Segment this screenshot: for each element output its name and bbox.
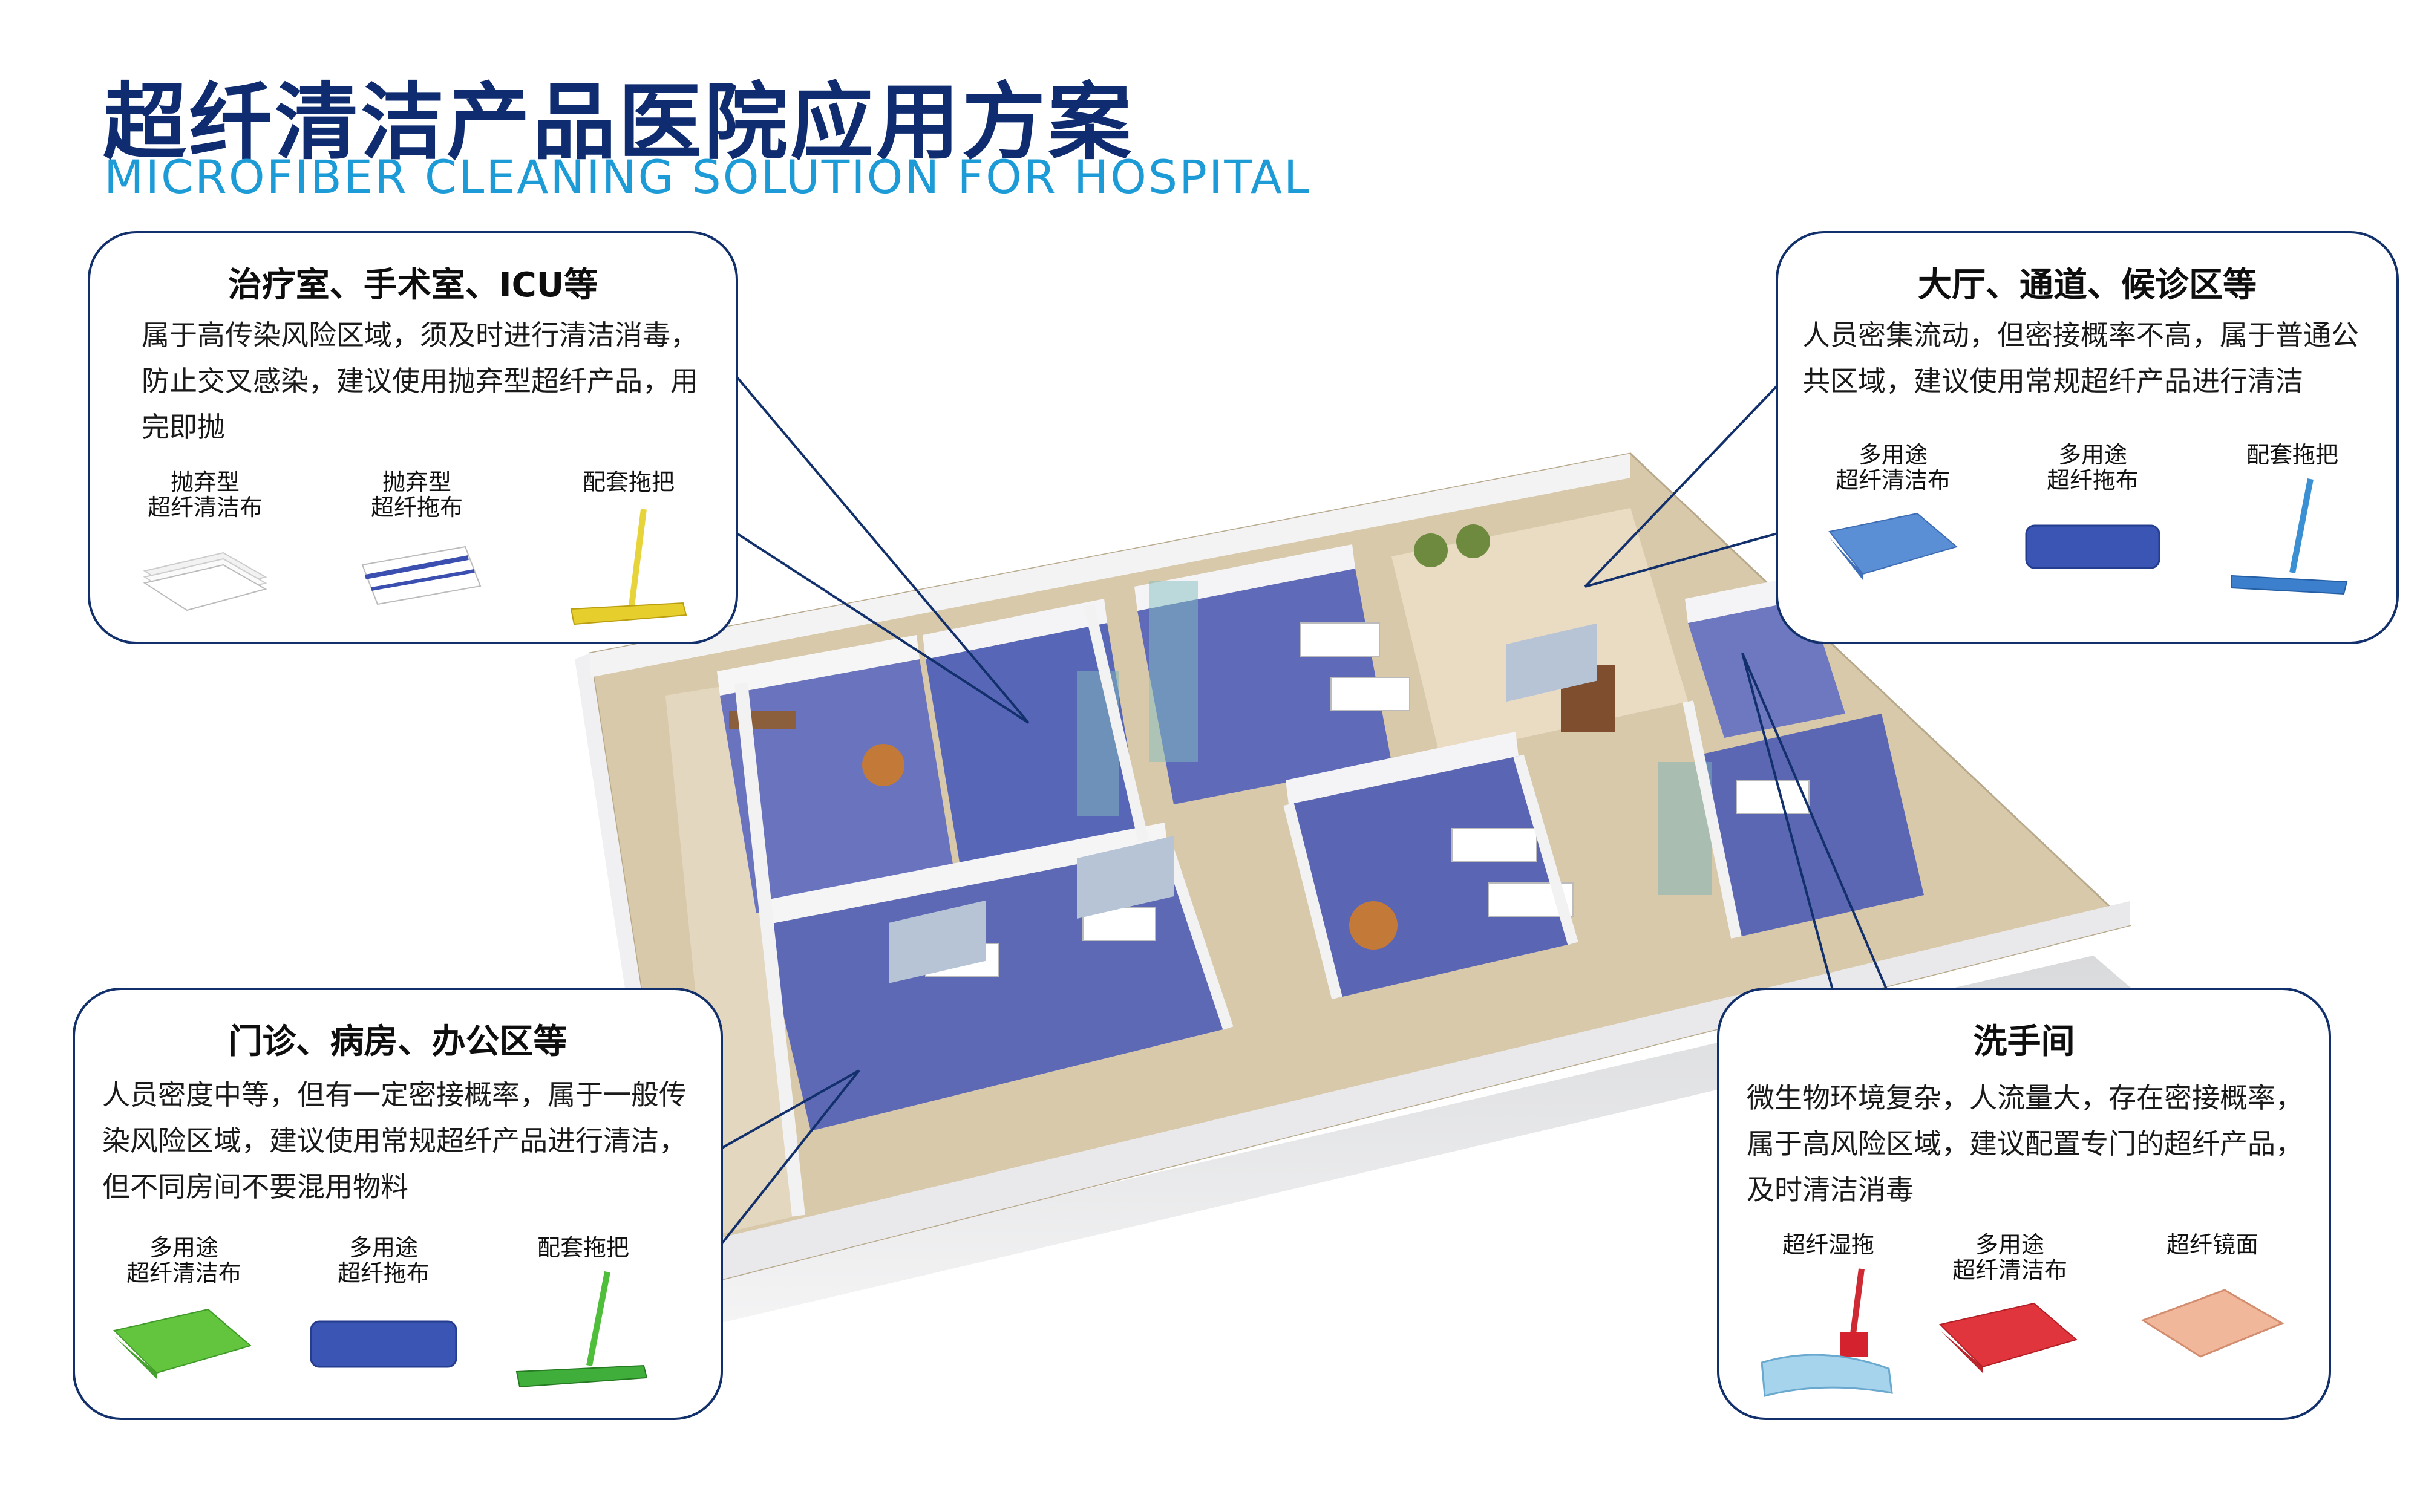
leader-line (719, 1069, 860, 1150)
product-disposable-cloth: 抛弃型 超纤清洁布 (114, 469, 296, 619)
disposable-cloth-stack-icon (143, 552, 267, 611)
interior-wall (1084, 603, 1149, 842)
plant (1414, 533, 1448, 567)
callout-clinic: 门诊、病房、办公区等 人员密度中等，但有一定密接概率，属于一般传染风险区域，建议… (73, 988, 723, 1420)
callout-title: 洗手间 (1973, 1022, 2075, 1061)
product-label: 多用途 超纤拖布 (2046, 442, 2139, 494)
back-outer-wall (590, 454, 1630, 677)
bed (1330, 677, 1410, 711)
bed (1451, 828, 1537, 862)
product-label: 抛弃型 超纤拖布 (370, 469, 463, 521)
bed (1736, 780, 1810, 814)
glass-partition (1150, 581, 1198, 762)
ward-c-wall (1286, 732, 1519, 804)
corridor-floor (666, 683, 799, 1234)
callout-description: 人员密集流动，但密接概率不高，属于普通公共区域，建议使用常规超纤产品进行清洁 (1802, 319, 2359, 397)
ward-b-floor (1694, 714, 1924, 937)
window (889, 900, 986, 983)
operating-room-wall (923, 599, 1107, 659)
product-label: 多用途 超纤拖布 (337, 1234, 430, 1286)
page-title: 超纤清洁产品医院应用方案 (103, 74, 1134, 171)
product-yellow-mop: 配套拖把 (538, 469, 719, 630)
blue-mop-pad-icon (2025, 524, 2160, 569)
callout-description: 人员密度中等，但有一定密接概率，属于一般传染风险区域，建议使用常规超纤产品进行清… (102, 1078, 687, 1203)
yellow-flat-mop-icon (570, 509, 687, 625)
blue-mop-pad-icon (310, 1320, 457, 1368)
round-table (1349, 901, 1398, 950)
treatment-room-wall (717, 635, 920, 696)
interior-wall (734, 682, 805, 1217)
round-table (862, 744, 904, 786)
product-blue-mop-pad: 多用途 超纤拖布 (293, 1235, 474, 1385)
callout-title: 门诊、病房、办公区等 (228, 1022, 567, 1061)
blue-cloth-icon (1828, 512, 1958, 580)
product-green-mop: 配套拖把 (492, 1235, 674, 1396)
bed (1300, 622, 1380, 657)
product-label: 超纤镜面 (2166, 1231, 2258, 1258)
product-blue-cloth: 多用途 超纤清洁布 (1802, 442, 1984, 586)
callout-title: 大厅、通道、候诊区等 (1918, 266, 2257, 305)
leader-line (1584, 380, 1783, 588)
blue-flat-mop-icon (2231, 478, 2348, 595)
product-label: 抛弃型 超纤清洁布 (147, 469, 263, 521)
bed (1082, 907, 1156, 941)
leader-line (719, 1069, 860, 1247)
page-subtitle: MICROFIBER CLEANING SOLUTION FOR HOSPITA… (104, 150, 1312, 204)
interior-wall (1683, 700, 1742, 939)
leader-line (734, 374, 1030, 724)
product-label: 超纤湿拖 (1782, 1231, 1874, 1258)
product-mirror-cloth: 超纤镜面 (2122, 1232, 2303, 1369)
callout-title: 治疗室、手术室、ICU等 (227, 266, 598, 305)
callout-description: 属于高传染风险区域，须及时进行清洁消毒，防止交叉感染，建议使用抛弃型超纤产品，用… (142, 319, 698, 443)
product-red-cloth: 多用途 超纤清洁布 (1919, 1232, 2101, 1382)
callout-lobby: 大厅、通道、候诊区等 人员密集流动，但密接概率不高，属于普通公共区域，建议使用常… (1776, 231, 2399, 644)
leader-line (734, 531, 1030, 724)
product-label: 多用途 超纤清洁布 (126, 1234, 241, 1286)
interior-wall (1283, 803, 1342, 1000)
leader-line (1741, 653, 1889, 992)
green-flat-mop-icon (515, 1271, 648, 1388)
product-label: 多用途 超纤清洁布 (1952, 1231, 2067, 1283)
leader-line (1584, 531, 1782, 588)
callout-description: 微生物环境复杂，人流量大，存在密接概率，属于高风险区域，建议配置专门的超纤产品，… (1747, 1081, 2303, 1206)
product-label: 多用途 超纤清洁布 (1835, 442, 1951, 494)
disposable-mop-pad-icon (361, 546, 482, 605)
product-label: 配套拖把 (582, 469, 675, 495)
product-disposable-mop-pad: 抛弃型 超纤拖布 (326, 469, 508, 619)
product-blue-mop: 配套拖把 (2202, 442, 2383, 603)
window (1077, 836, 1174, 919)
product-wet-mop: 超纤湿拖 (1738, 1232, 1919, 1405)
wet-mop-icon (1761, 1268, 1893, 1397)
product-blue-mop-pad: 多用途 超纤拖布 (2002, 442, 2183, 586)
interior-wall (1513, 754, 1578, 945)
green-cloth-icon (113, 1308, 252, 1379)
callout-washroom: 洗手间 微生物环境复杂，人流量大，存在密接概率，属于高风险区域，建议配置专门的超… (1717, 988, 2331, 1420)
interior-wall (1162, 845, 1234, 1030)
leader-line (1741, 653, 1834, 992)
product-green-cloth: 多用途 超纤清洁布 (93, 1235, 275, 1385)
ward-d-wall (759, 823, 1168, 925)
plant (1456, 524, 1490, 558)
product-label: 配套拖把 (537, 1234, 629, 1261)
mirror-cloth-icon (2140, 1289, 2284, 1358)
window (1506, 623, 1597, 702)
product-label: 配套拖把 (2246, 442, 2338, 468)
red-cloth-icon (1939, 1302, 2078, 1373)
callout-treatment: 治疗室、手术室、ICU等 属于高传染风险区域，须及时进行清洁消毒，防止交叉感染，… (88, 231, 738, 644)
